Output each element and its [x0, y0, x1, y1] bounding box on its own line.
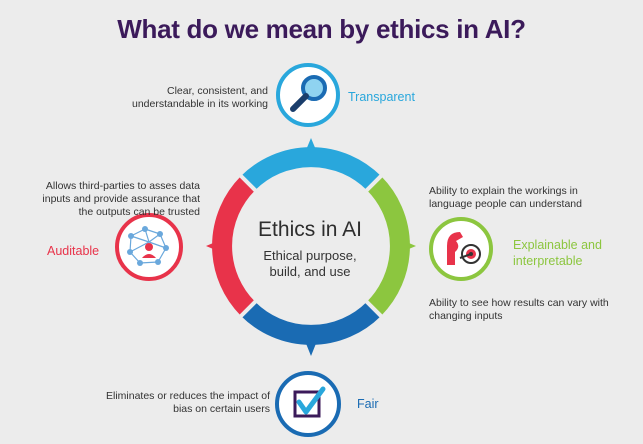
network-person-icon [115, 213, 183, 281]
ring-segment-explainable [366, 176, 410, 316]
center-subtitle: Ethical purpose, build, and use [263, 248, 357, 279]
center-title: Ethics in AI [258, 218, 362, 241]
ring-segment-fair [241, 301, 381, 345]
page-title: What do we mean by ethics in AI? [117, 14, 526, 44]
ring-segment-transparent [241, 147, 381, 191]
explainable-description-bottom: Ability to see how results can vary with… [429, 297, 609, 322]
magnifying-glass-icon [276, 63, 340, 127]
explainable-label: Explainable and interpretable [513, 238, 602, 268]
transparent-label: Transparent [348, 90, 415, 104]
ring-segment-auditable [212, 176, 256, 316]
explainable-description-top: Ability to explain the workings in langu… [429, 185, 582, 210]
auditable-description: Allows third-parties to asses data input… [42, 180, 200, 218]
auditable-label: Auditable [47, 244, 100, 258]
transparent-description: Clear, consistent, and understandable in… [132, 85, 268, 110]
chess-knight-target-icon [429, 217, 493, 281]
fair-description: Eliminates or reduces the impact of bias… [106, 390, 270, 415]
fair-label: Fair [357, 397, 379, 411]
checkbox-icon [275, 371, 341, 437]
